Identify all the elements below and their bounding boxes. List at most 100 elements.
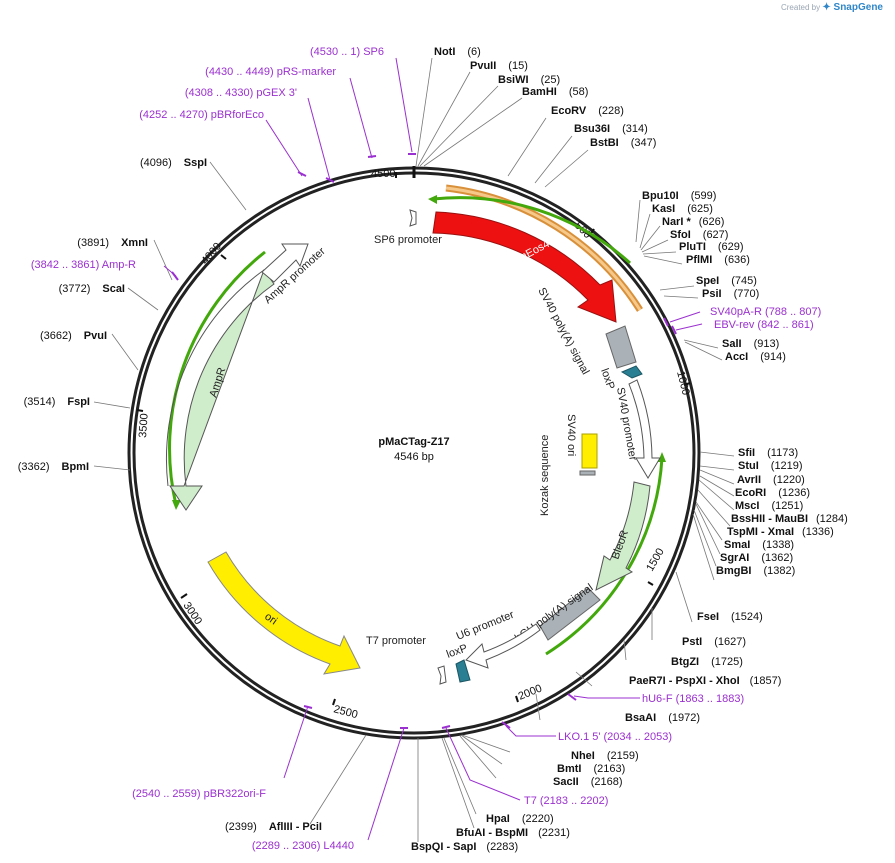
primer-green-arc-left (168, 250, 266, 506)
primer-marks (171, 153, 677, 729)
primer-label[interactable]: hU6-F (1863 .. 1883) (642, 693, 744, 705)
site-label[interactable]: HpaI(2220) (486, 813, 554, 825)
site-label[interactable]: (3362)BpmI (18, 461, 89, 473)
site-label[interactable]: PvuII(15) (470, 60, 528, 72)
primer-label[interactable]: (2289 .. 2306) L4440 (252, 840, 354, 852)
primer-label[interactable]: EBV-rev (842 .. 861) (714, 319, 814, 331)
primer-label[interactable]: (3842 .. 3861) Amp-R (31, 259, 136, 271)
site-label[interactable]: NotI(6) (434, 46, 481, 58)
feature-mEos4b[interactable] (432, 211, 617, 323)
primer-label[interactable]: T7 (2183 .. 2202) (524, 795, 608, 807)
feature-kozak-sequence[interactable] (579, 470, 596, 476)
site-label[interactable]: BamHI(58) (522, 86, 588, 98)
site-label[interactable]: BsaAI(1972) (625, 712, 700, 724)
site-label[interactable]: NarI *(626) (662, 216, 724, 228)
site-label[interactable]: StuI(1219) (738, 460, 803, 472)
feature-loxp-bottom[interactable] (455, 659, 471, 683)
site-label[interactable]: EcoRV(228) (551, 105, 624, 117)
feature-t7-promoter[interactable] (437, 665, 447, 685)
snapgene-logo: ✦ SnapGene (822, 2, 883, 13)
site-label[interactable]: BmgBI(1382) (716, 565, 795, 577)
feature-sp6-promoter[interactable] (409, 209, 417, 227)
snapgene-credit: Created by ✦ SnapGene (781, 2, 883, 13)
site-label[interactable]: FseI(1524) (697, 611, 763, 623)
feature-ampr[interactable] (169, 268, 275, 511)
site-label[interactable]: PstI(1627) (682, 636, 746, 648)
site-label[interactable]: EcoRI(1236) (735, 487, 810, 499)
site-label[interactable]: SfiI(1173) (738, 447, 798, 459)
site-label[interactable]: KasI(625) (652, 203, 713, 215)
site-label[interactable]: PluTI(629) (679, 241, 744, 253)
site-label[interactable]: PaeR7I - PspXI - XhoI(1857) (629, 675, 781, 687)
primer-label[interactable]: (4430 .. 4449) pRS-marker (205, 66, 336, 78)
primer-arrow-icon (658, 452, 666, 462)
primer-leader-lines (163, 57, 703, 841)
primer-label[interactable]: (4308 .. 4330) pGEX 3' (185, 87, 297, 99)
feature-loxp-top[interactable] (620, 365, 643, 379)
tick-label: 2000 (517, 682, 544, 702)
site-label[interactable]: (4096)SspI (140, 157, 207, 169)
site-label[interactable]: PflMI(636) (686, 254, 750, 266)
site-label[interactable]: MscI(1251) (735, 500, 803, 512)
primer-label[interactable]: SV40pA-R (788 .. 807) (710, 306, 821, 318)
plasmid-size: 4546 bp (394, 451, 434, 463)
site-label[interactable]: AccI(914) (725, 351, 786, 363)
feature-label-sv40-polya: SV40 poly(A) signal (535, 286, 591, 377)
site-label[interactable]: (3891)XmnI (77, 237, 148, 249)
tick-label: 2500 (332, 703, 359, 721)
site-label[interactable]: SalI(913) (722, 338, 779, 350)
feature-label-sp6-promoter: SP6 promoter (374, 234, 442, 246)
site-label[interactable]: BmtI(2163) (557, 763, 625, 775)
site-label[interactable]: AvrII(1220) (737, 474, 805, 486)
primer-green-arc-top (432, 196, 632, 265)
site-label[interactable]: TspMI - XmaI(1336) (727, 526, 834, 538)
site-label[interactable]: BssHII - MauBI(1284) (731, 513, 848, 525)
feature-bgh-polya[interactable] (539, 587, 601, 641)
tick-label: 1000 (674, 370, 692, 397)
feature-bleor[interactable] (595, 481, 651, 591)
feature-label-sv40-ori: SV40 ori (565, 414, 577, 456)
site-label[interactable]: BsiWI(25) (498, 74, 560, 86)
site-label[interactable]: Bsu36I(314) (574, 123, 648, 135)
feature-label-u6-promoter: U6 promoter (455, 609, 516, 643)
feature-label-ori: ori (262, 611, 279, 628)
site-label[interactable]: NheI(2159) (571, 750, 639, 762)
site-label[interactable]: SmaI(1338) (724, 539, 794, 551)
feature-sv40-polya[interactable] (605, 325, 637, 369)
feature-sv40-promoter[interactable] (628, 379, 661, 479)
site-label[interactable]: Bpu10I(599) (642, 190, 716, 202)
primer-labels: (4530 .. 1) SP6 (4430 .. 4449) pRS-marke… (31, 46, 821, 852)
plasmid-name: pMaCTag-Z17 (378, 436, 449, 448)
tick-label: 1500 (644, 546, 667, 573)
feature-ampr-promoter[interactable] (261, 243, 309, 283)
tick-label: 4500 (371, 168, 395, 180)
site-label[interactable]: (3772)ScaI (59, 283, 125, 295)
site-label[interactable]: SpeI(745) (696, 275, 757, 287)
site-label[interactable]: BfuAI - BspMI(2231) (456, 827, 570, 839)
primer-label[interactable]: (2540 .. 2559) pBR322ori-F (132, 788, 266, 800)
primer-orange-arc-inner (445, 186, 642, 311)
credit-brand: SnapGene (833, 2, 883, 13)
primer-label[interactable]: (4530 .. 1) SP6 (310, 46, 384, 58)
primer-label[interactable]: LKO.1 5' (2034 .. 2053) (558, 731, 672, 743)
site-label[interactable]: (3514)FspI (24, 396, 90, 408)
site-label[interactable]: PsiI(770) (702, 288, 759, 300)
feature-ori[interactable] (207, 551, 361, 675)
feature-sv40-ori[interactable] (581, 433, 598, 469)
site-label[interactable]: BtgZI(1725) (671, 656, 743, 668)
site-leader-lines (93, 57, 735, 842)
site-label[interactable]: SgrAI(1362) (720, 552, 793, 564)
site-label[interactable]: (3662)PvuI (40, 330, 107, 342)
feature-u6-promoter[interactable] (465, 623, 541, 669)
feature-label-loxp-top: loxP (598, 367, 617, 391)
site-labels-left: (2399)AflIII - PciI (3362)BpmI (3514)Fsp… (18, 157, 322, 833)
primer-label[interactable]: (4252 .. 4270) pBRforEco (139, 109, 264, 121)
site-label[interactable]: BstBI(347) (590, 137, 656, 149)
primer-arrow-icon (172, 500, 181, 510)
site-label[interactable]: BspQI - SapI(2283) (411, 841, 518, 853)
feature-label-kozak-sequence: Kozak sequence (539, 435, 551, 516)
site-label[interactable]: (2399)AflIII - PciI (225, 821, 322, 833)
site-label[interactable]: SfoI(627) (670, 229, 728, 241)
site-label[interactable]: SacII(2168) (553, 776, 622, 788)
